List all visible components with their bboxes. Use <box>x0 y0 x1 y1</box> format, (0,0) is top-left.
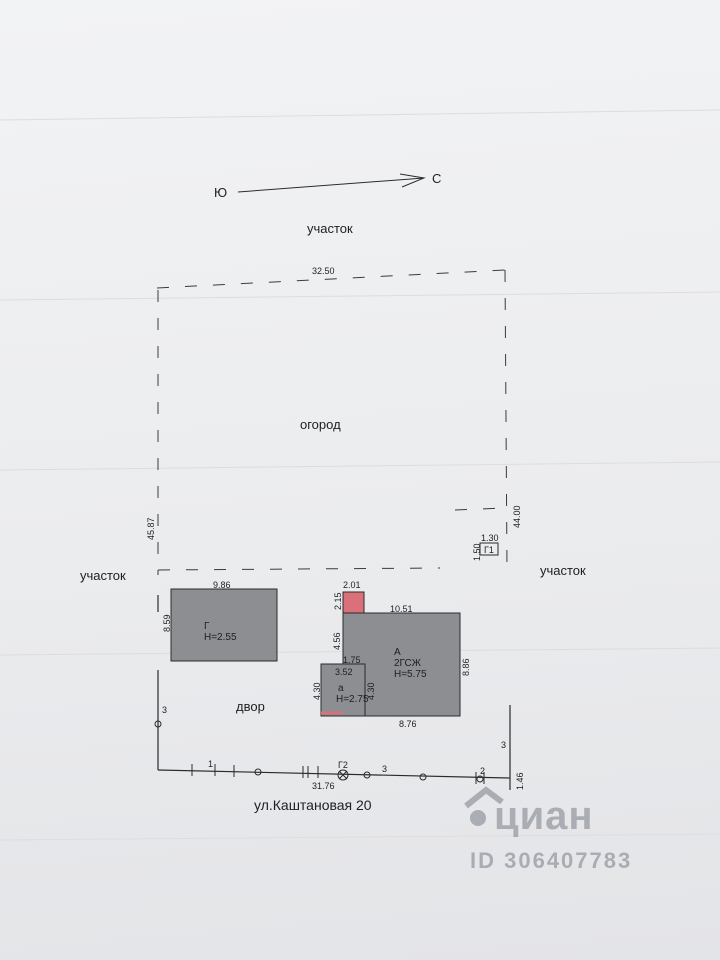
building-a-bottom-dim: 8.76 <box>399 719 417 729</box>
fence-ticks <box>191 764 485 784</box>
annex-width: 2.01 <box>343 580 361 590</box>
building-a-material: 2ГСЖ <box>394 658 421 669</box>
yard-label: двор <box>236 699 265 714</box>
building-g-width: 9.86 <box>213 580 231 590</box>
neighbor-plot-right-label: участок <box>540 563 586 578</box>
building-g-height: Н=2.55 <box>204 632 237 643</box>
building-g-letter: Г <box>204 621 210 632</box>
fence-num-3-bottom: 3 <box>382 764 388 774</box>
dimension-bottom: 31.76 <box>312 781 335 791</box>
fence-num-3-right: 3 <box>501 740 507 750</box>
porch-a-shape <box>320 663 366 717</box>
watermark-id: ID 306407783 <box>470 848 633 873</box>
dimension-bottom-right: 1.46 <box>515 772 525 790</box>
gate-g2-label: Г2 <box>338 760 348 770</box>
watermark-brand: циан <box>494 794 594 838</box>
fence-num-3-left: 3 <box>162 705 168 715</box>
fence-post-circles <box>154 720 484 783</box>
gate-g2-icon <box>337 769 349 781</box>
building-a-letter: А <box>394 647 401 658</box>
compass-north-label: С <box>432 171 442 186</box>
building-a-left-dim: 4.56 <box>332 632 342 650</box>
paper-ruled-lines <box>0 109 720 841</box>
porch-a-height: Н=2.75 <box>336 694 369 705</box>
compass-south-label: Ю <box>214 185 228 200</box>
g1-label: Г1 <box>484 545 494 555</box>
garden-label: огород <box>300 417 341 432</box>
porch-a-width: 3.52 <box>335 667 353 677</box>
g1-width: 1.30 <box>481 533 499 543</box>
fence-line <box>157 595 511 790</box>
dimension-top: 32.50 <box>312 266 335 276</box>
fence-num-1: 1 <box>208 759 214 769</box>
building-g-shape <box>170 588 278 662</box>
building-a-height: Н=5.75 <box>394 669 427 680</box>
neighbor-plot-top-label: участок <box>307 221 353 236</box>
street-address-label: ул.Каштановая 20 <box>254 797 372 813</box>
neighbor-plot-left-label: участок <box>80 568 126 583</box>
porch-a-left-dim: 4.30 <box>312 682 322 700</box>
building-a-step-dim: 1.75 <box>343 655 361 665</box>
annex-depth: 2.15 <box>333 592 343 610</box>
porch-a-letter: а <box>338 683 344 694</box>
porch-a-right-dim: 4.30 <box>366 682 376 700</box>
annex-shape <box>342 591 365 614</box>
plot-boundary-dashed <box>156 269 508 575</box>
building-g-depth: 8.59 <box>162 614 172 632</box>
building-a-right-dim: 8.86 <box>461 658 471 676</box>
fence-num-2: 2 <box>480 766 486 776</box>
dimension-left: 45.87 <box>146 517 156 540</box>
compass-arrow-icon <box>237 173 426 193</box>
building-a-top-dim: 10.51 <box>390 604 413 614</box>
dimension-right: 44.00 <box>512 505 522 528</box>
cian-logo-icon <box>464 786 504 826</box>
g1-depth: 1.50 <box>472 543 482 561</box>
g1-shape <box>479 542 499 556</box>
